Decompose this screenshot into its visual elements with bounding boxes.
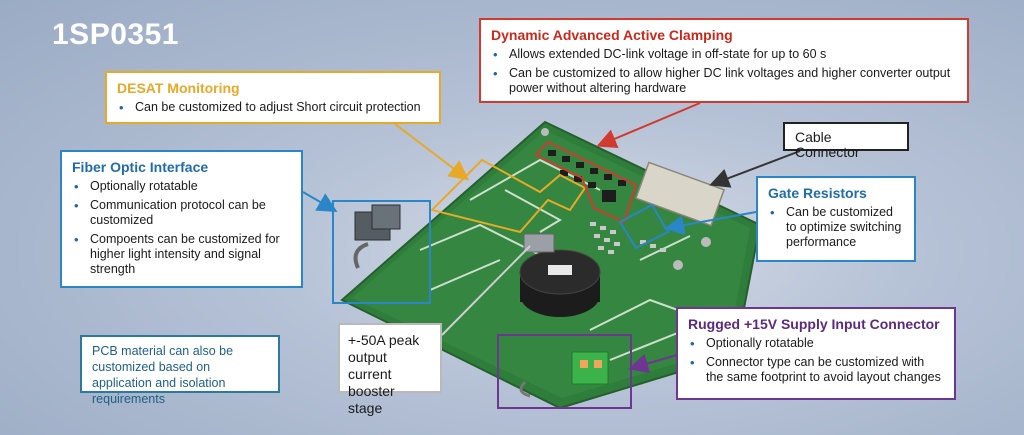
fiber-arrow: [302, 191, 338, 213]
fiber-item: Compoents can be customized for higher l…: [72, 232, 291, 277]
dynamic-clamping-callout: Dynamic Advanced Active Clamping Allows …: [479, 18, 969, 103]
rugged-supply-callout: Rugged +15V Supply Input Connector Optio…: [676, 307, 956, 400]
cable-arrow: [709, 150, 801, 188]
dynamic-item: Allows extended DC-link voltage in off-s…: [491, 47, 957, 62]
peak-current-callout: +-50A peak output current booster stage: [338, 323, 442, 416]
gate-arrow: [664, 211, 757, 235]
pcb-material-note: PCB material can also be customized base…: [80, 335, 280, 406]
cable-connector-callout: Cable Connector: [783, 122, 909, 160]
desat-arrow: [394, 123, 470, 181]
peak-pointer: [441, 245, 531, 336]
gate-heading: Gate Resistors: [768, 185, 867, 201]
dynamic-item: Can be customized to allow higher DC lin…: [491, 66, 957, 96]
rugged-item: Connector type can be customized with th…: [688, 355, 944, 385]
supply-connector: [571, 351, 609, 385]
desat-item: Can be customized to adjust Short circui…: [117, 100, 429, 115]
cable-connector: [634, 161, 726, 227]
fiber-item: Communication protocol can be customized: [72, 198, 291, 228]
desat-highlight: [430, 158, 587, 234]
peak-text: +-50A peak output current booster stage: [348, 332, 420, 416]
fiber-optic-callout: Fiber Optic Interface Optionally rotatab…: [60, 150, 303, 288]
fiber-heading: Fiber Optic Interface: [72, 159, 209, 175]
rugged-heading: Rugged +15V Supply Input Connector: [688, 316, 940, 332]
desat-monitoring-callout: DESAT Monitoring Can be customized to ad…: [105, 71, 441, 124]
rugged-arrow: [628, 353, 678, 374]
rugged-item: Optionally rotatable: [688, 336, 944, 351]
dynamic-heading: Dynamic Advanced Active Clamping: [491, 27, 733, 43]
dynamic-highlight: [534, 140, 638, 224]
product-title: 1SP0351: [52, 18, 179, 51]
desat-heading: DESAT Monitoring: [117, 80, 240, 96]
gate-resistors-callout: Gate Resistors Can be customized to opti…: [756, 176, 916, 262]
dynamic-arrow: [596, 102, 701, 149]
fiber-item: Optionally rotatable: [72, 179, 291, 194]
gate-item: Can be customized to optimize switching …: [768, 205, 904, 250]
pcb-text: PCB material can also be customized base…: [92, 344, 234, 406]
cable-label: Cable Connector: [795, 129, 860, 160]
fiber-highlight: [332, 200, 431, 304]
